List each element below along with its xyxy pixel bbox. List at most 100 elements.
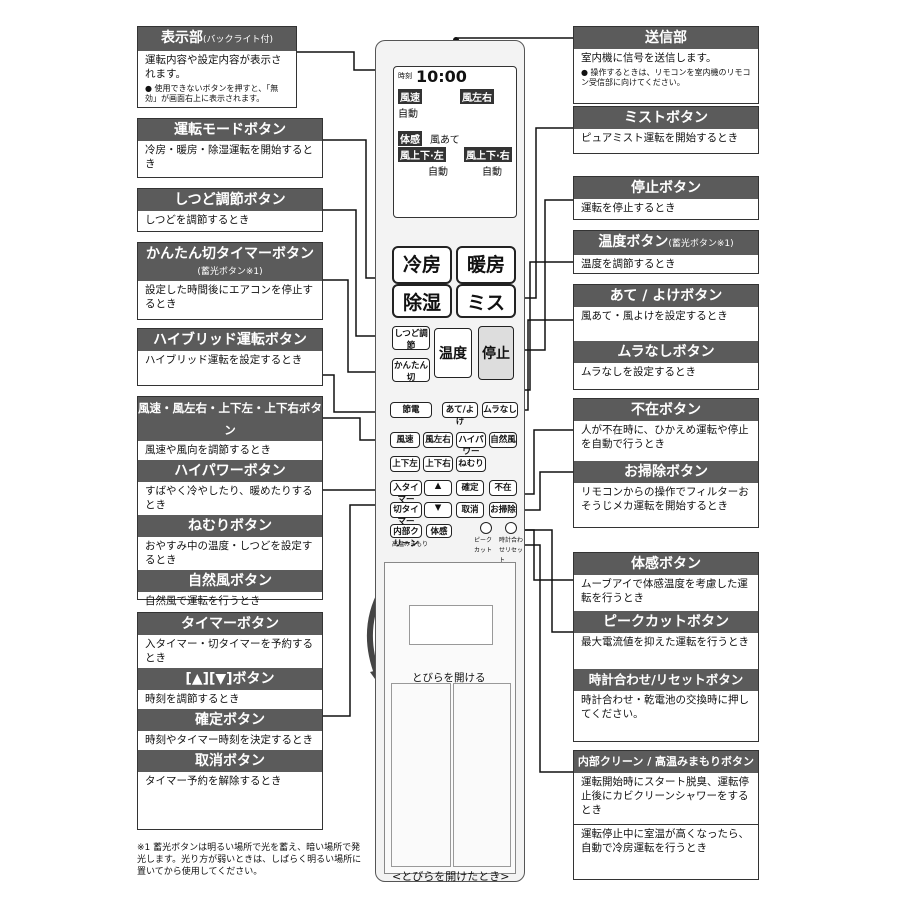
callout-body: 冷房・暖房・除湿運転を開始するとき	[145, 144, 313, 170]
callout-body: 時計合わせ・乾電池の交換時に押してください。	[581, 694, 749, 720]
hipower-button[interactable]: ハイパワー	[456, 432, 486, 457]
callout-transmitter: 送信部 室内機に信号を送信します。 ● 操作するときは、リモコンを室内機のリモコ…	[573, 26, 759, 104]
callout-title-small: (蓄光ボタン※1)	[197, 267, 263, 277]
nemuri-button[interactable]: ねむり	[456, 456, 486, 472]
down-button[interactable]: ▼	[424, 502, 452, 518]
callout-body: 運転停止中に室温が高くなったら、自動で冷房運転を行うとき	[581, 828, 749, 854]
fuusoku-button[interactable]: 風速	[390, 432, 420, 448]
temp-watch-label: 高温みまもり	[392, 541, 429, 548]
callout-note: ● 操作するときは、リモコンを室内機のリモコン受信部に向けてください。	[581, 68, 751, 87]
callout-body: ムラなしを設定するとき	[581, 366, 696, 378]
cool-button[interactable]: 冷房	[392, 246, 452, 284]
callout-body: しつどを調節するとき	[145, 214, 250, 226]
callout-title: 確定ボタン	[138, 709, 322, 731]
fuzai-button[interactable]: 不在	[489, 480, 517, 496]
callout-body: 人が不在時に、ひかえめ運転や停止を自動で行うとき	[581, 424, 749, 450]
callout-kantan-timer: かんたん切タイマーボタン (蓄光ボタン※1) 設定した時間後にエアコンを停止すると…	[137, 242, 323, 320]
callout-body: 運転内容や設定内容が表示されます。	[145, 54, 282, 80]
callout-body: 時刻を調節するとき	[145, 693, 240, 705]
callout-title: 送信部	[574, 27, 758, 49]
lcd-time-label: 時刻	[398, 72, 412, 80]
lcd-time: 10:00	[416, 67, 467, 86]
taikan-button[interactable]: 体感	[426, 524, 452, 538]
callout-title: 自然風ボタン	[138, 570, 322, 592]
callout-title: 不在ボタン	[574, 399, 758, 421]
callout-title: 温度ボタン	[598, 234, 669, 250]
stop-button[interactable]: 停止	[478, 326, 514, 380]
callout-title-small: (バックライト付)	[202, 35, 274, 45]
kaze-lr-button[interactable]: 風左右	[423, 432, 453, 448]
lcd-display: 時刻 10:00 風速 風左右 自動 体感 風あて 風上下·左 風上下·右 自動…	[393, 66, 517, 218]
callout-title: お掃除ボタン	[574, 461, 758, 483]
open-door-caption: とびらを開ける	[412, 672, 486, 684]
off-timer-button[interactable]: 切タイマー	[390, 502, 422, 527]
callout-title: ねむりボタン	[138, 515, 322, 537]
callout-title: 時計合わせ/リセットボタン	[574, 669, 758, 691]
callout-display: 表示部(バックライト付) 運転内容や設定内容が表示されます。 ● 使用できないボ…	[137, 26, 297, 108]
callout-fan-group: 風速・風左右・上下左・上下右ボタン 風速や風向を調節するとき ハイパワーボタン …	[137, 396, 323, 607]
callout-stop: 停止ボタン 運転を停止するとき	[573, 176, 759, 220]
remote-door	[384, 562, 516, 874]
dry-button[interactable]: 除湿	[392, 284, 452, 318]
footnote: ※1 蓄光ボタンは明るい場所で光を蓄え、暗い場所で発光します。光り方が弱いときは…	[137, 843, 362, 877]
callout-body: 温度を調節するとき	[581, 258, 676, 270]
clock-reset-button[interactable]	[505, 522, 517, 534]
callout-body: 風速や風向を調節するとき	[145, 444, 271, 456]
muranashi-button[interactable]: ムラなし	[482, 402, 518, 418]
callout-title: あて / よけボタン	[574, 285, 758, 307]
lcd-kaze-ate: 風あて	[430, 135, 460, 146]
callout-body: 最大電流値を抑えた運転を行うとき	[581, 636, 749, 648]
on-timer-button[interactable]: 入タイマー	[390, 480, 422, 505]
clean-button[interactable]: 内部クリーン	[390, 524, 422, 549]
callout-body: おやすみ中の温度・しつどを設定するとき	[145, 540, 313, 566]
callout-body: ムーブアイで体感温度を考慮した運転を行うとき	[581, 578, 748, 604]
ate-yoke-button[interactable]: あて/よけ	[442, 402, 478, 427]
callout-body: 運転開始時にスタート脱臭、運転停止後にカビクリーンシャワーをするとき	[574, 773, 758, 825]
callout-body: 設定した時間後にエアコンを停止するとき	[145, 284, 313, 310]
peak-cut-button[interactable]	[480, 522, 492, 534]
bottom-caption: <とびらを開けたとき>	[392, 870, 510, 883]
humidity-button[interactable]: しつど調節	[392, 326, 430, 351]
callout-title: ピークカットボタン	[574, 611, 758, 633]
lcd-fan-lr: 風左右	[460, 89, 494, 104]
callout-title: ミストボタン	[574, 107, 758, 129]
callout-body: ハイブリッド運転を設定するとき	[145, 354, 303, 366]
callout-title: 停止ボタン	[574, 177, 758, 199]
callout-ate-group: あて / よけボタン 風あて・風よけを設定するとき ムラなしボタン ムラなしを設…	[573, 284, 759, 390]
shizen-button[interactable]: 自然風	[489, 432, 517, 448]
callout-temperature: 温度ボタン(蓄光ボタン※1) 温度を調節するとき	[573, 230, 759, 274]
callout-body: 時刻やタイマー時刻を決定するとき	[145, 734, 313, 746]
callout-title: タイマーボタン	[138, 613, 322, 635]
heat-button[interactable]: 暖房	[456, 246, 516, 284]
lcd-auto-1: 自動	[398, 109, 418, 120]
callout-body: 風あて・風よけを設定するとき	[581, 310, 728, 322]
callout-title: 内部クリーン / 高温みまもりボタン	[574, 751, 758, 773]
callout-note: ● 使用できないボタンを押すと、「無効」が画面右上に表示されます。	[145, 84, 279, 103]
ud-left-button[interactable]: 上下左	[390, 456, 420, 472]
callout-body: 運転を停止するとき	[581, 202, 676, 214]
callout-body: 室内機に信号を送信します。	[581, 52, 717, 64]
lcd-auto-2: 自動	[428, 167, 448, 178]
lcd-ud-left: 風上下·左	[398, 147, 446, 162]
callout-body: すばやく冷やしたり、暖めたりするとき	[145, 485, 313, 511]
up-button[interactable]: ▲	[424, 480, 452, 496]
lcd-auto-3: 自動	[482, 167, 502, 178]
kantan-timer-button[interactable]: かんたん切	[392, 358, 430, 383]
callout-title: ムラなしボタン	[574, 341, 758, 363]
callout-body: ピュアミスト運転を開始するとき	[581, 132, 739, 144]
mist-button[interactable]: ミスト	[456, 284, 516, 348]
peak-cut-label: ピークカット	[474, 537, 493, 554]
torikeshi-button[interactable]: 取消	[456, 502, 484, 518]
osouji-button[interactable]: お掃除	[489, 502, 517, 518]
callout-title: しつど調節ボタン	[138, 189, 322, 211]
kakutei-button[interactable]: 確定	[456, 480, 484, 496]
callout-title: [▲][▼]ボタン	[138, 668, 322, 690]
callout-body: 入タイマー・切タイマーを予約するとき	[145, 638, 313, 664]
callout-title: 表示部	[160, 30, 203, 46]
ud-right-button[interactable]: 上下右	[423, 456, 453, 472]
callout-humidity: しつど調節ボタン しつどを調節するとき	[137, 188, 323, 232]
temperature-button[interactable]: 温度	[434, 328, 472, 378]
callout-title: 風速・風左右・上下左・上下右ボタン	[138, 397, 322, 441]
hybrid-button[interactable]: 節電	[390, 402, 432, 418]
callout-title: かんたん切タイマーボタン	[146, 246, 314, 262]
